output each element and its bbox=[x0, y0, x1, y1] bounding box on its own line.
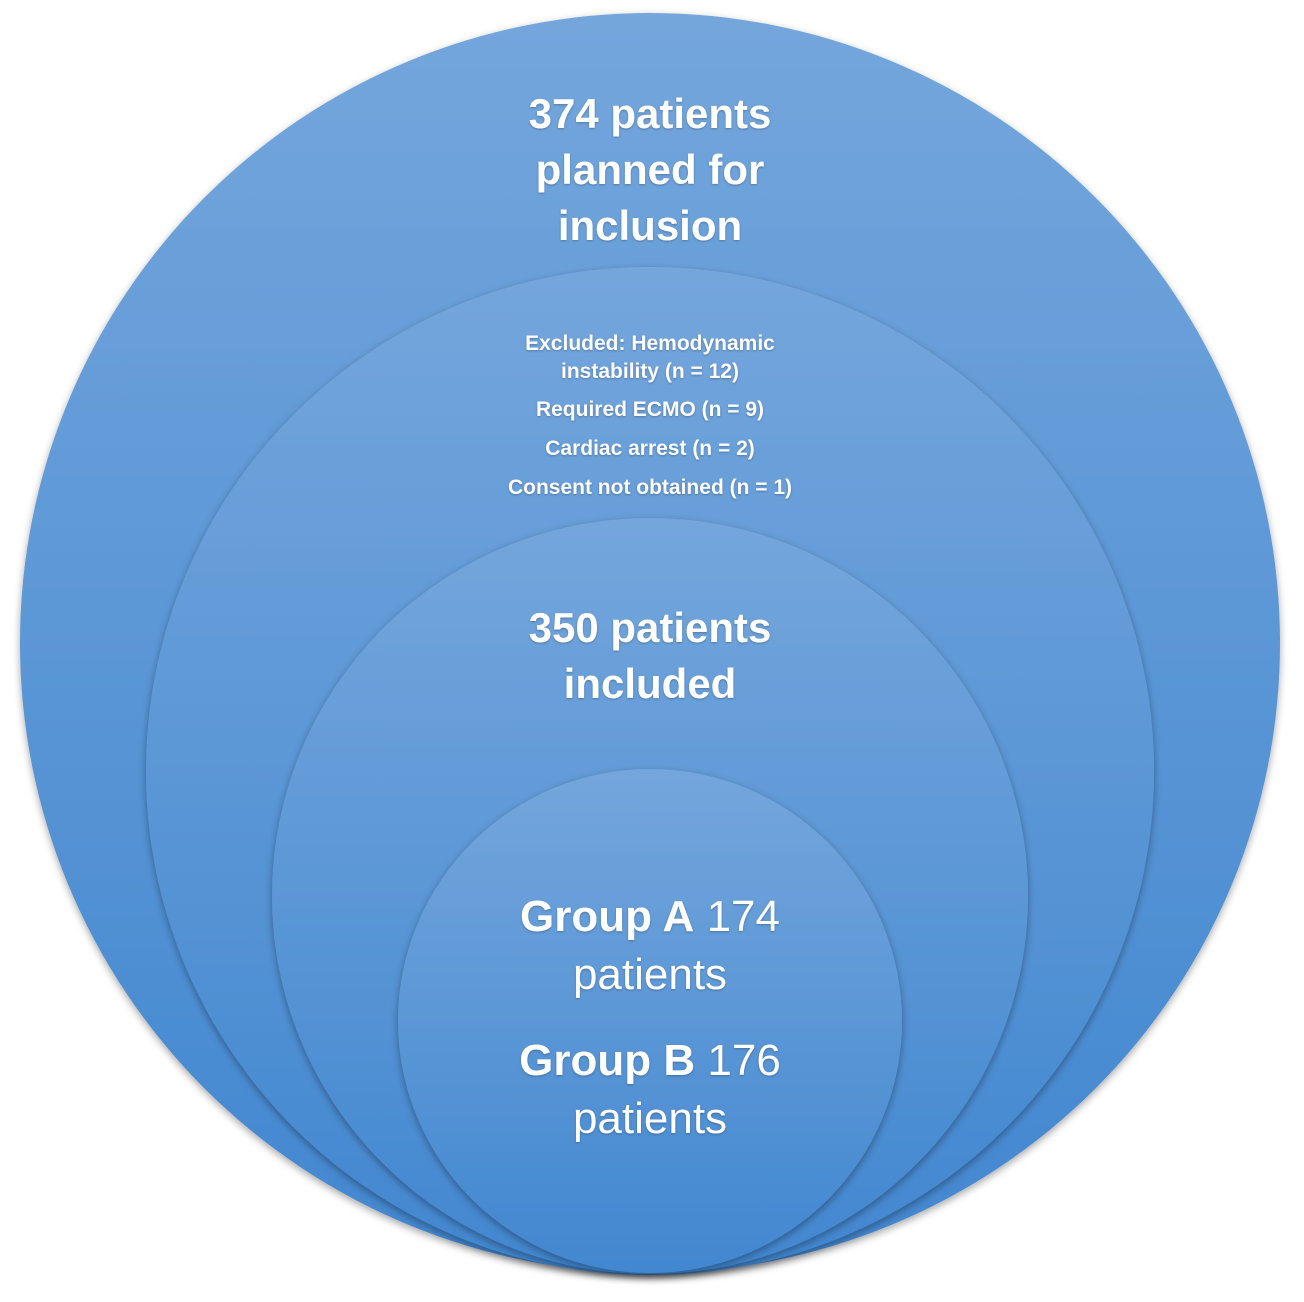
groups-circle bbox=[398, 769, 902, 1273]
exclusion-item: Consent not obtained (n = 1) bbox=[507, 476, 793, 499]
group-a-name: Group A bbox=[519, 892, 695, 941]
planned-title: 374 patients planned for inclusion bbox=[528, 90, 772, 249]
exclusion-list: Excluded: Hemodynamic instability (n = 1… bbox=[470, 330, 830, 502]
included-title: 350 patients included bbox=[528, 604, 772, 707]
group-b-name: Group B bbox=[519, 1036, 696, 1085]
group-b-label: Group B 176 patients bbox=[480, 1032, 820, 1148]
group-b-count: 176 patients bbox=[572, 1036, 781, 1143]
group-a-count: 174 patients bbox=[572, 892, 780, 999]
exclusion-item: Required ECMO (n = 9) bbox=[535, 398, 765, 421]
exclusion-item: Excluded: Hemodynamic instability (n = 1… bbox=[525, 332, 775, 383]
group-a-label: Group A 174 patients bbox=[480, 888, 820, 1004]
exclusion-item: Cardiac arrest (n = 2) bbox=[545, 437, 755, 460]
